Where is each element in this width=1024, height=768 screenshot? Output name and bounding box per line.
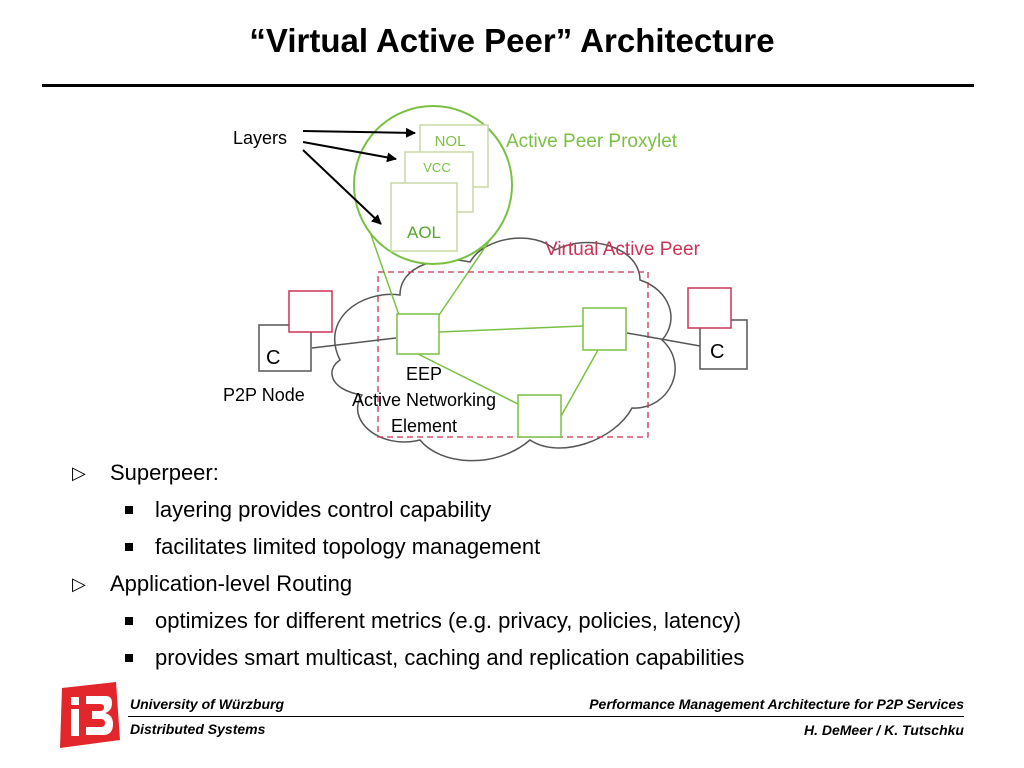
triangle-bullet-icon: ▷	[72, 463, 86, 483]
bullet-text: layering provides control capability	[155, 497, 492, 522]
sub-bullet: layering provides control capability	[72, 495, 972, 532]
network-node-right	[582, 307, 627, 351]
nol-label: NOL	[435, 133, 466, 150]
footer-divider	[128, 716, 964, 717]
bullet-superpeer: ▷ Superpeer:	[72, 458, 972, 495]
bullet-list: ▷ Superpeer: layering provides control c…	[72, 458, 972, 680]
footer-department: Distributed Systems	[130, 721, 266, 737]
aol-layer	[390, 182, 458, 252]
slide-footer: University of Würzburg Distributed Syste…	[0, 680, 1024, 768]
eep-label-line3: Element	[391, 416, 457, 436]
eep-label-line2: Active Networking	[352, 390, 496, 410]
sub-bullet: facilitates limited topology management	[72, 532, 972, 569]
link-client-left	[311, 337, 397, 349]
virtual-peer-label: Virtual Active Peer	[545, 239, 701, 260]
client-right-peer	[687, 287, 732, 329]
footer-university: University of Würzburg	[130, 696, 285, 712]
square-bullet-icon	[125, 617, 133, 625]
virtual-peer-box	[377, 271, 649, 438]
arrow-to-aol	[302, 149, 382, 225]
arrow-to-nol	[302, 127, 416, 138]
client-left-peer	[288, 290, 333, 333]
proxylet-label: Active Peer Proxylet	[506, 131, 678, 152]
square-bullet-icon	[125, 654, 133, 662]
bullet-text: provides smart multicast, caching and re…	[155, 645, 745, 670]
proxylet-connector-right	[436, 239, 491, 319]
p2p-node-label: P2P Node	[223, 385, 305, 405]
triangle-bullet-icon: ▷	[72, 574, 86, 594]
i3-logo-icon	[60, 682, 120, 748]
footer-authors: H. DeMeer / K. Tutschku	[803, 722, 964, 738]
sub-bullet: optimizes for different metrics (e.g. pr…	[72, 606, 972, 643]
slide-title: “Virtual Active Peer” Architecture	[249, 22, 775, 59]
bullet-text: Application-level Routing	[110, 571, 353, 596]
architecture-diagram: NOL VCC AOL Layers Active Peer Proxylet …	[223, 105, 748, 462]
proxylet-connector-left	[369, 231, 401, 319]
link-right-bottom	[559, 349, 599, 419]
bullet-routing: ▷ Application-level Routing	[72, 569, 972, 606]
link-eep-bottom	[417, 353, 519, 405]
eep-node	[396, 313, 440, 355]
client-right-label: C	[710, 341, 724, 363]
footer-talk-title: Performance Management Architecture for …	[589, 696, 964, 712]
bullet-text: facilitates limited topology management	[155, 534, 541, 559]
bullet-text: optimizes for different metrics (e.g. pr…	[155, 608, 742, 633]
title-divider	[42, 84, 974, 87]
arrow-to-vcc	[302, 141, 397, 163]
eep-label-line1: EEP	[406, 364, 442, 384]
bullet-text: Superpeer:	[110, 460, 219, 485]
square-bullet-icon	[125, 543, 133, 551]
link-client-right	[626, 332, 701, 347]
layers-label: Layers	[233, 128, 287, 148]
link-eep-right	[438, 325, 584, 333]
network-node-bottom	[517, 394, 562, 438]
aol-label: AOL	[407, 223, 441, 242]
sub-bullet: provides smart multicast, caching and re…	[72, 643, 972, 680]
square-bullet-icon	[125, 506, 133, 514]
client-left-label: C	[266, 347, 280, 369]
vcc-label: VCC	[423, 160, 450, 175]
